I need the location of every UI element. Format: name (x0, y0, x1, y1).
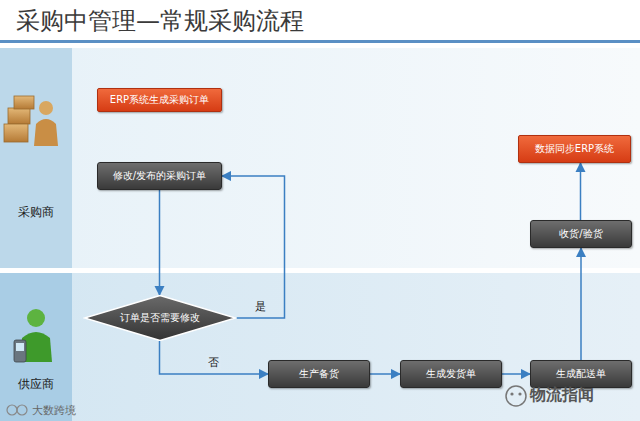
flow-arrow (580, 163, 582, 220)
process-box: 生产备货 (268, 360, 370, 388)
title-bar (0, 0, 640, 42)
brand-logo (7, 405, 27, 415)
system-box: ERP系统生成采购订单 (97, 88, 222, 112)
box-text: 订单是否需要修改 (120, 311, 200, 325)
supplier-icon (14, 309, 52, 362)
flow-arrow (159, 190, 161, 295)
box-text: 数据同步ERP系统 (535, 142, 614, 156)
watermark-icon (506, 386, 526, 406)
buyer-icon (4, 96, 58, 146)
supplier-lane-header (0, 273, 72, 421)
diagram-title: 采购中管理—常规采购流程 (16, 5, 304, 37)
flow-arrow (222, 176, 285, 318)
watermark-text: 物流指闻 (530, 385, 594, 406)
diamond-shape (84, 295, 235, 340)
buyer-lane-ground (0, 48, 640, 268)
decision-diamond: 订单是否需要修改 (83, 295, 237, 341)
flow-arrow (370, 373, 400, 375)
lane-label: 采购商 (6, 204, 66, 221)
brand-watermark: 大数跨境 (32, 403, 76, 418)
box-text: 收货/验货 (559, 227, 602, 241)
title-rule (0, 40, 640, 43)
system-box: 数据同步ERP系统 (518, 135, 631, 163)
box-text: 修改/发布的采购订单 (113, 169, 206, 183)
box-text: ERP系统生成采购订单 (110, 93, 209, 107)
swimlane-band: 采购商 ERP系统生成采购订单修改/发布的采购订单 数据同步ERP系统收货/验货 (0, 48, 640, 268)
edge-label: 否 (206, 355, 221, 370)
box-text: 生成配送单 (556, 367, 606, 381)
flow-arrow (502, 373, 530, 375)
supplier-lane-ground (0, 273, 640, 421)
box-text: 生成发货单 (426, 367, 476, 381)
lane-label: 供应商 (6, 376, 66, 393)
flow-arrow (580, 248, 582, 360)
buyer-lane-header (0, 48, 72, 268)
flow-arrow (160, 341, 269, 374)
process-box: 修改/发布的采购订单 (97, 162, 222, 190)
process-box: 收货/验货 (530, 220, 632, 248)
box-text: 生产备货 (299, 367, 339, 381)
process-box: 生成配送单 (530, 360, 632, 388)
edge-label: 是 (253, 299, 268, 314)
process-box: 生成发货单 (400, 360, 502, 388)
